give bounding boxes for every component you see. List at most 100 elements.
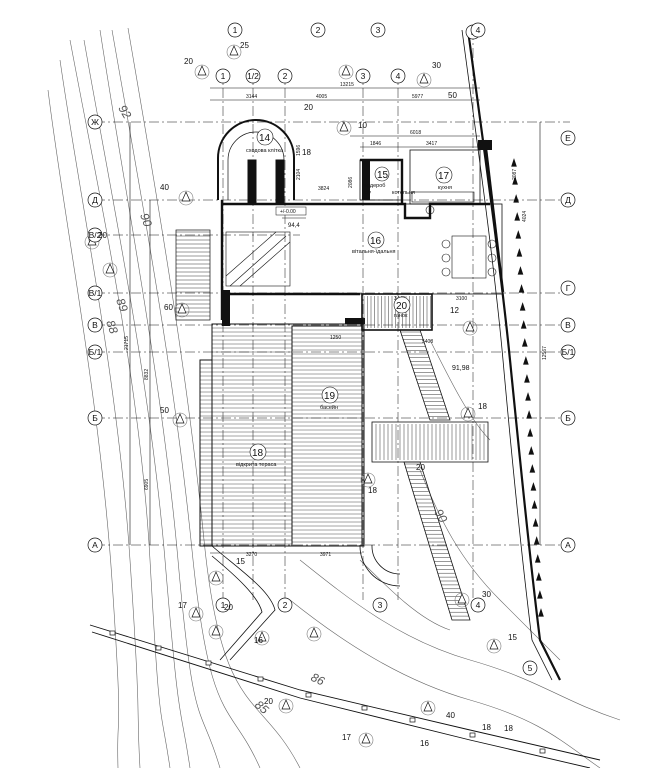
axis-left: А	[87, 537, 103, 553]
boundary-arrow	[528, 446, 535, 455]
tree-label: 16	[254, 636, 263, 645]
axis-top-label: 3	[361, 71, 366, 81]
tree-label: 17	[178, 601, 187, 610]
axis-right-label: Д	[565, 195, 571, 205]
tree-label: 20	[98, 231, 107, 240]
boundary-arrow	[525, 392, 531, 401]
dim-top-f: 3417	[426, 141, 437, 147]
road-post	[409, 717, 416, 723]
contour-92: 92	[115, 103, 134, 122]
tree-icon	[188, 606, 204, 622]
axis-right: Д	[560, 192, 576, 208]
stair-outline	[175, 229, 211, 321]
axis-right: Б	[560, 410, 576, 426]
axis-left: Д	[87, 192, 103, 208]
room-20-name: ганок	[394, 313, 408, 319]
axis-left-label: Д	[92, 195, 98, 205]
contour-values: 92 90 89 88 90 86 85 91,98	[103, 103, 469, 718]
boundary-arrow	[511, 158, 517, 167]
tree-icon	[254, 630, 270, 646]
tree-label: 40	[446, 711, 455, 720]
room-15-num: 15	[377, 170, 389, 181]
level-elevation: 94,4	[288, 223, 300, 229]
tree-labels: 25 20 20 30 50 10 18 40 20 60 12 18 50 1…	[98, 41, 517, 748]
dim-porch-d: 5408	[422, 339, 433, 345]
tree-label: 20	[264, 697, 273, 706]
axis-top-label: 4	[396, 71, 401, 81]
boundary-arrow	[530, 482, 537, 491]
dim-top-a: 3144	[246, 94, 257, 100]
axis-top-frame-label: 1	[233, 25, 238, 35]
outdoor-stair-outline	[359, 329, 489, 621]
room-labels: 14 сходова клітка 15 гардероб с/у котель…	[236, 128, 453, 468]
tree-label: 25	[240, 41, 249, 50]
tree-icon	[460, 406, 476, 422]
boundary-arrow	[519, 302, 526, 311]
axis-top-frame: 3	[370, 22, 386, 38]
road-posts	[109, 630, 546, 754]
room-16-num: 16	[370, 236, 382, 247]
tree-label: 20	[416, 463, 425, 472]
boundary-arrow	[514, 212, 521, 221]
lounge-area	[225, 231, 291, 287]
axis-top: 3	[355, 68, 371, 84]
road-post	[469, 732, 476, 738]
boundary-arrow	[521, 338, 528, 347]
tree-icon	[306, 626, 322, 642]
tree-icon	[416, 72, 432, 88]
dim-mid-c: 2104	[296, 169, 302, 180]
axis-right: А	[560, 537, 576, 553]
tree-label: 60	[164, 303, 173, 312]
axis-top: 2	[277, 68, 293, 84]
axis-left: В/2	[87, 227, 103, 243]
tree-label: 18	[478, 402, 487, 411]
site-boundary	[461, 29, 561, 681]
axis-top-frame: 2	[310, 22, 326, 38]
boundary-arrow	[534, 554, 541, 563]
axis-bottom: 3	[372, 597, 388, 613]
axis-right: В	[560, 317, 576, 333]
tree-label: 15	[508, 633, 517, 642]
tree-label: 12	[450, 306, 459, 315]
tree-icon	[360, 472, 376, 488]
room-15-name-b: с/у	[364, 190, 371, 196]
axis-top-label: 1/2	[247, 71, 259, 81]
axis-left-label: В/2	[89, 230, 102, 240]
contour-91-98: 91,98	[452, 365, 470, 372]
boundary-arrow	[512, 176, 518, 185]
tree-label: 30	[482, 590, 491, 599]
axis-right-label: В	[565, 320, 571, 330]
level-mark-text: +/-0.00	[280, 209, 296, 215]
road	[89, 624, 601, 768]
axis-right-label: А	[565, 540, 571, 550]
dimension-lines	[129, 87, 541, 554]
axis-bottom: 2	[277, 597, 293, 613]
room-14-name: сходова клітка	[246, 148, 284, 154]
axis-top-frame: 1	[227, 22, 243, 38]
tree-icon	[208, 570, 224, 586]
boundary-arrow	[523, 356, 529, 365]
dining-furniture	[411, 191, 497, 279]
tree-label: 40	[160, 183, 169, 192]
axis-top: 4	[390, 68, 406, 84]
boundary-arrow	[527, 428, 534, 437]
tree-label: 50	[448, 91, 457, 100]
axis-bottom: 1	[215, 597, 231, 613]
axis-left: Б/1	[87, 344, 103, 360]
boundary-arrow	[537, 590, 543, 599]
road-post	[361, 705, 368, 711]
axis-bottom-label: 5	[528, 663, 533, 673]
tree-label: 16	[420, 739, 429, 748]
stair-core	[217, 119, 295, 205]
axis-right: Г	[560, 280, 576, 296]
dim-left-a: 8832	[144, 369, 150, 380]
contour-86: 86	[309, 670, 327, 688]
dim-bottom-b: 3971	[320, 552, 331, 558]
room-14-num: 14	[259, 133, 271, 144]
boundary-arrow	[536, 572, 542, 581]
pool	[292, 329, 362, 543]
boundary-ticks	[511, 158, 544, 617]
axis-bottom-label: 3	[378, 600, 383, 610]
tree-label: 20	[184, 57, 193, 66]
pool-outline	[291, 325, 363, 547]
